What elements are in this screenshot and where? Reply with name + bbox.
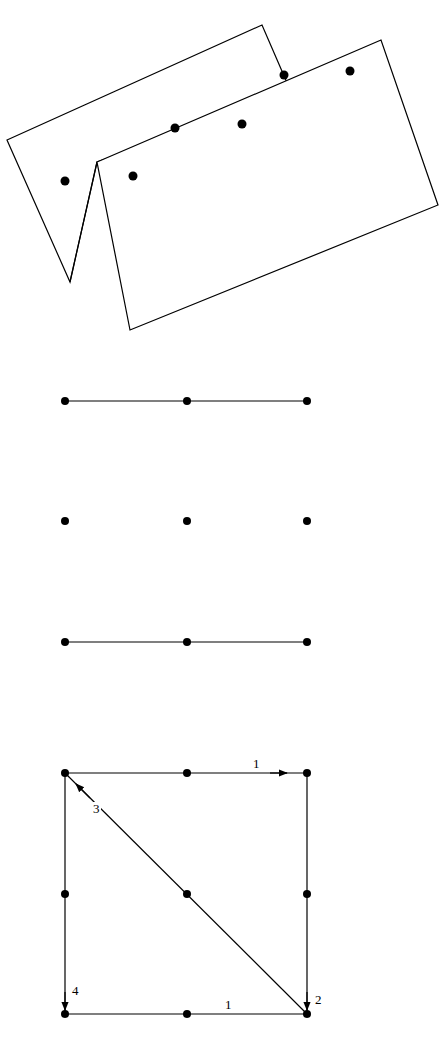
step-number: 2 [314,993,323,1006]
grid-dots [61,397,311,646]
step-number: 3 [92,802,101,815]
step-number: 1 [224,998,233,1011]
path-lines [65,773,307,1014]
grid-lines [65,401,307,642]
folded-paper [7,25,438,330]
path-dots [61,769,311,1018]
step-number: 4 [71,984,80,997]
paper-dots [61,67,355,186]
step-number: 1 [252,757,261,770]
